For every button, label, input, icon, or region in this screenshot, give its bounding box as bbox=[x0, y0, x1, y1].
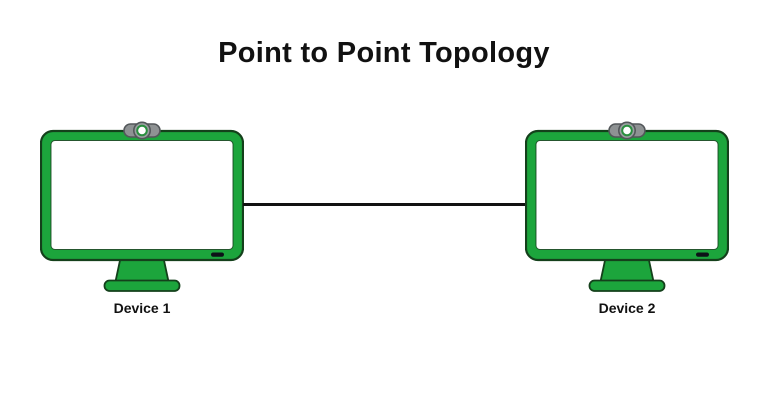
power-indicator bbox=[211, 252, 224, 257]
connection-line bbox=[243, 203, 527, 206]
page-title: Point to Point Topology bbox=[218, 37, 550, 69]
webcam-icon bbox=[608, 121, 646, 140]
monitor-screen bbox=[50, 140, 234, 250]
webcam-lens-inner bbox=[621, 124, 633, 137]
monitor-stand-base bbox=[103, 279, 181, 292]
device-label: Device 2 bbox=[598, 300, 656, 316]
monitor-icon bbox=[40, 121, 244, 292]
monitor-screen bbox=[535, 140, 719, 250]
device-2: Device 2 bbox=[525, 121, 729, 317]
webcam-icon bbox=[123, 121, 161, 140]
webcam-lens-inner bbox=[136, 124, 148, 137]
power-indicator bbox=[696, 252, 709, 257]
device-label: Device 1 bbox=[113, 300, 171, 316]
device-1: Device 1 bbox=[40, 121, 244, 317]
monitor-stand-base bbox=[588, 279, 666, 292]
monitor-icon bbox=[525, 121, 729, 292]
